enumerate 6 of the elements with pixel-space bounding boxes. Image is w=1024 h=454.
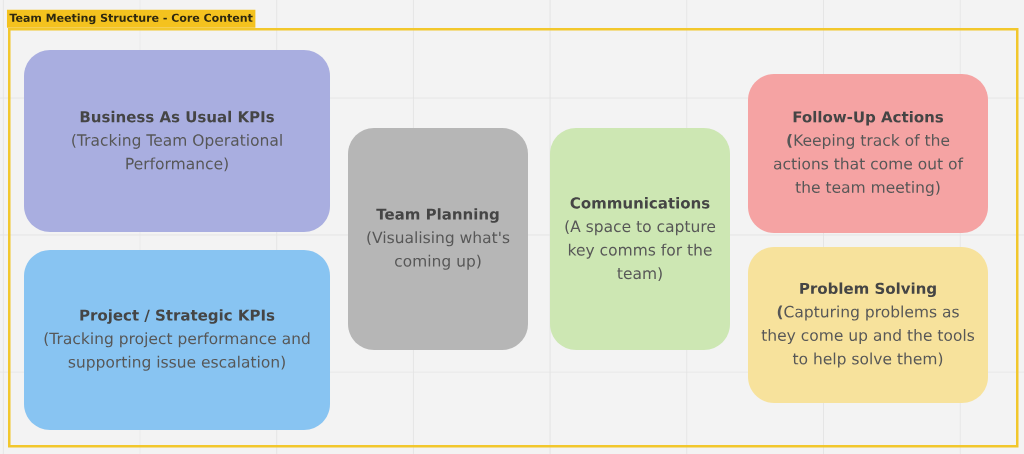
rounded-card: Team Planning (Visualising what's coming up) — [348, 128, 528, 350]
rounded-card: Project / Strategic KPIs (Tracking project performance and supporting issue escalation) — [24, 250, 330, 430]
rounded-card: Business As Usual KPIs (Tracking Team Operational Performance) — [24, 50, 330, 232]
rounded-card: Communications (A space to capture key comms for the team) — [550, 128, 730, 350]
rounded-card: Follow-Up Actions (Keeping track of the actions that come out of the team meeting) — [748, 74, 988, 233]
rounded-card: Problem Solving (Capturing problems as they come up and the tools to help solve them) — [748, 247, 988, 403]
